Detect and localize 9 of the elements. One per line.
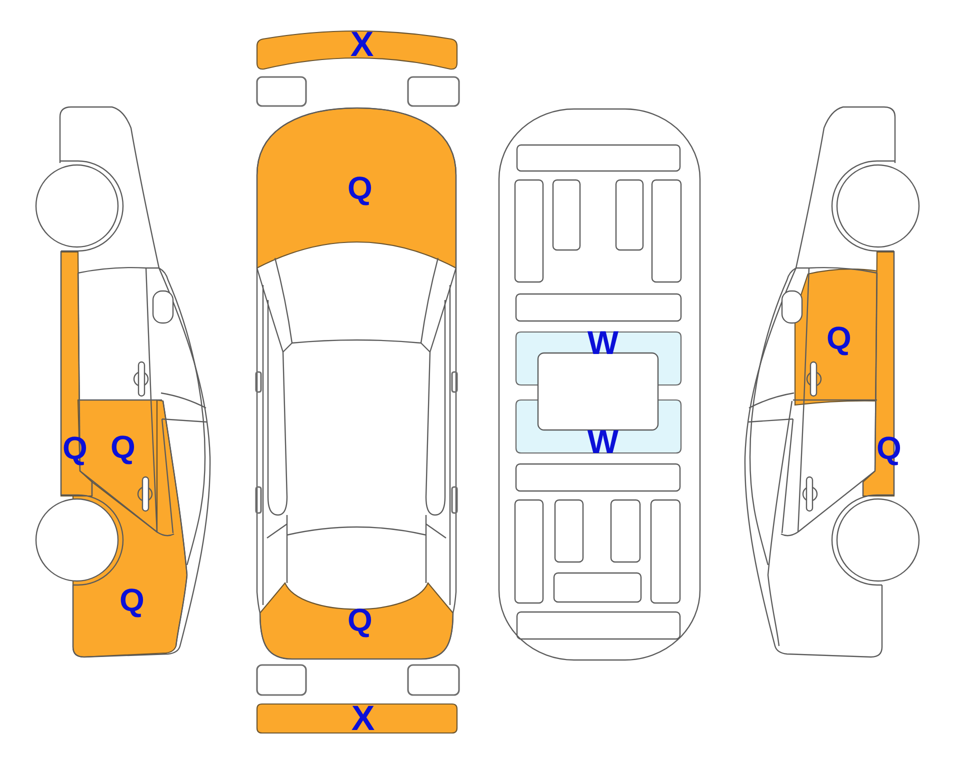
rear-bumper-panel [256,703,458,734]
panel-code: X [350,31,374,59]
front-bumper-panel [256,29,458,71]
panel-code: X [351,705,375,733]
hood-panel [256,107,458,269]
trunk-panel [259,582,454,660]
sill-panel [862,251,903,497]
panel-code: W [587,428,619,456]
panel-code: W [587,330,619,356]
